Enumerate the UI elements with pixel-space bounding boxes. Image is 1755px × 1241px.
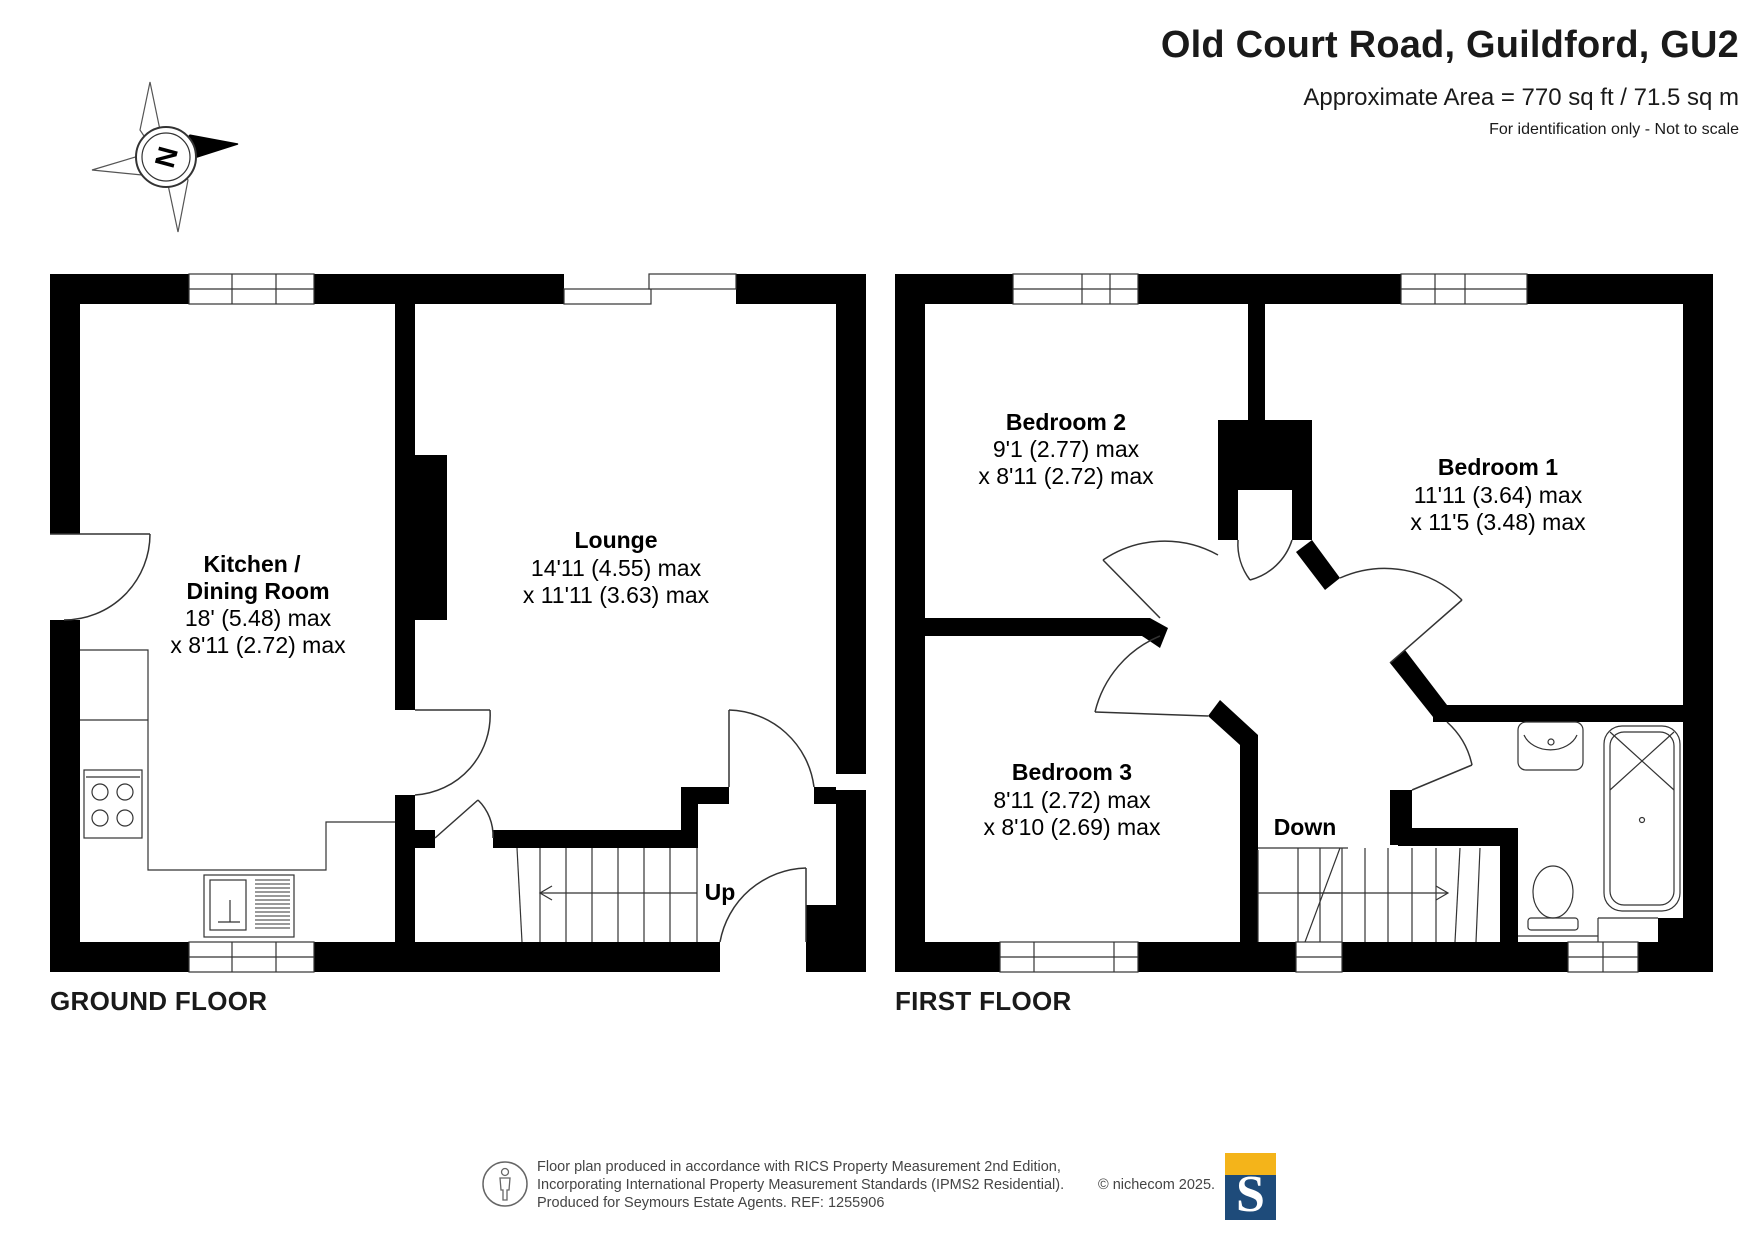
room-dimension: 9'1 (2.77) max <box>993 436 1140 462</box>
room-dimension: x 11'11 (3.63) max <box>523 582 710 608</box>
room-dimension: 14'11 (4.55) max <box>531 555 702 581</box>
person-scale-icon <box>482 1161 528 1207</box>
room-name-line: Lounge <box>574 527 657 553</box>
ground-floor-plan: Up Kitchen / Dining Room 18' (5.48) max … <box>50 273 866 973</box>
room-name-line: Dining Room <box>186 578 329 604</box>
approximate-area: Approximate Area = 770 sq ft / 71.5 sq m <box>1303 84 1739 111</box>
room-name-line: Bedroom 1 <box>1438 454 1558 480</box>
first-floor-label: FIRST FLOOR <box>895 986 1072 1016</box>
room-bedroom-1: Bedroom 1 11'11 (3.64) max x 11'5 (3.48)… <box>1410 454 1586 535</box>
room-dimension: 11'11 (3.64) max <box>1414 482 1583 508</box>
room-name-line: Bedroom 3 <box>1012 759 1132 785</box>
room-name-line: Bedroom 2 <box>1006 409 1126 435</box>
footer-line: Floor plan produced in accordance with R… <box>537 1159 1061 1175</box>
room-name-line: Kitchen / <box>203 551 301 577</box>
seymours-logo: S <box>1225 1153 1276 1220</box>
identification-note: For identification only - Not to scale <box>1489 121 1739 138</box>
ground-stairs-up-label: Up <box>705 879 736 905</box>
room-dimension: x 8'11 (2.72) max <box>978 463 1154 489</box>
room-dimension: 18' (5.48) max <box>185 605 332 631</box>
footer-line: Produced for Seymours Estate Agents. REF… <box>537 1195 885 1211</box>
logo-letter: S <box>1236 1166 1265 1220</box>
copyright-notice: © nichecom 2025. <box>1098 1177 1216 1193</box>
room-kitchen-dining: Kitchen / Dining Room 18' (5.48) max x 8… <box>170 551 346 658</box>
footer-line: Incorporating International Property Mea… <box>537 1177 1065 1193</box>
compass-rose-icon: N <box>91 81 239 233</box>
first-floor-plan: Down Bedroom 2 9'1 (2.77) max x 8'11 (2.… <box>895 273 1713 973</box>
room-dimension: 8'11 (2.72) max <box>993 787 1151 813</box>
room-dimension: x 8'10 (2.69) max <box>984 814 1161 840</box>
room-dimension: x 11'5 (3.48) max <box>1410 509 1586 535</box>
room-bedroom-2: Bedroom 2 9'1 (2.77) max x 8'11 (2.72) m… <box>978 409 1154 489</box>
ground-floor-label: GROUND FLOOR <box>50 986 268 1016</box>
room-lounge: Lounge 14'11 (4.55) max x 11'11 (3.63) m… <box>523 527 710 608</box>
footer-disclaimer: Floor plan produced in accordance with R… <box>537 1158 1064 1212</box>
first-stairs-down-label: Down <box>1274 814 1337 840</box>
property-title: Old Court Road, Guildford, GU2 <box>1160 24 1739 66</box>
room-bedroom-3: Bedroom 3 8'11 (2.72) max x 8'10 (2.69) … <box>984 759 1161 840</box>
room-dimension: x 8'11 (2.72) max <box>170 632 346 658</box>
bathroom-fixtures <box>1517 721 1681 942</box>
